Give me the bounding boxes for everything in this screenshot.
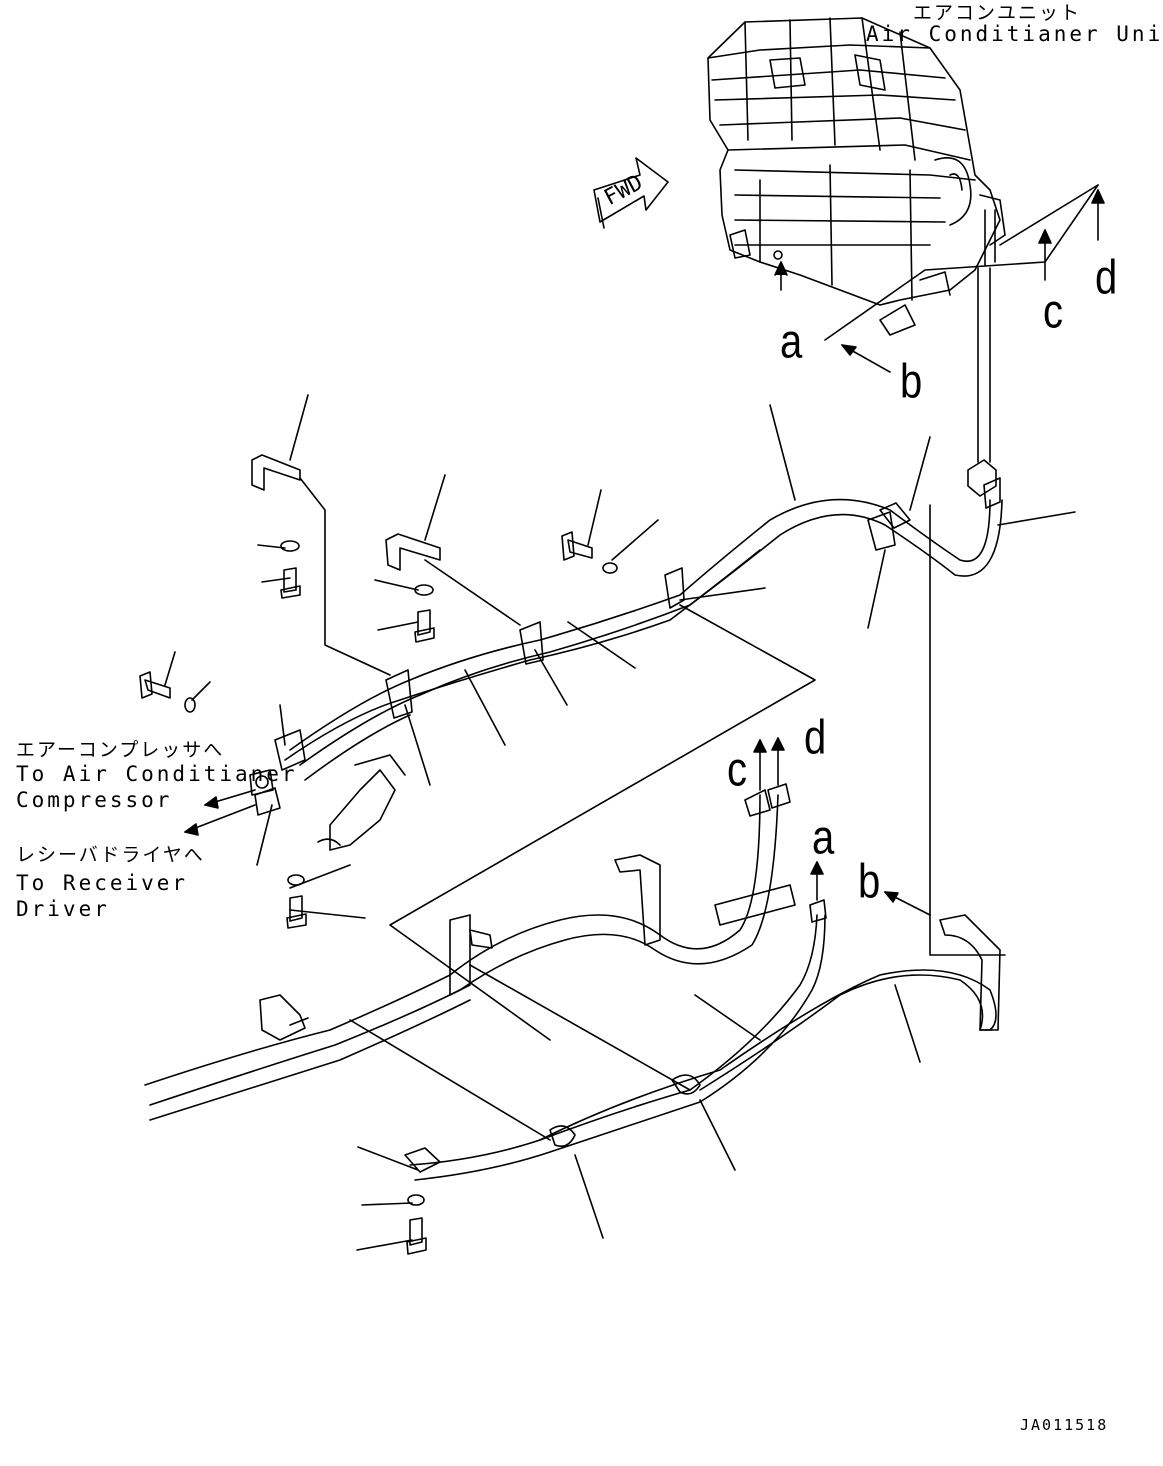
ref-c-top: c xyxy=(1043,285,1063,339)
compressor-label-en-1: To Air Conditianer xyxy=(16,762,298,786)
ac-unit-label-jp: エアコンユニット xyxy=(913,2,1082,24)
ref-b-lower: b xyxy=(858,855,881,909)
fwd-arrow xyxy=(593,157,669,229)
bracket-2 xyxy=(385,533,441,571)
ref-a-arrowhead-top xyxy=(774,261,788,276)
ref-a-lower: a xyxy=(812,811,835,865)
receiver-label-en-2: Driver xyxy=(16,897,110,921)
receiver-label-jp: レシーバドライヤへ xyxy=(16,844,205,866)
drawing-code: JA011518 xyxy=(1020,1416,1109,1434)
receiver-label-en-1: To Receiver xyxy=(16,871,189,895)
ref-b-top: b xyxy=(900,355,923,409)
ref-d-lower: d xyxy=(804,711,827,765)
compressor-label-jp: エアーコンプレッサへ xyxy=(16,739,225,761)
lower-hose-assembly xyxy=(144,783,1001,1255)
ref-a-top: a xyxy=(780,315,803,369)
ac-unit-label-en: Air Conditianer Unit xyxy=(866,22,1163,46)
compressor-label-en-2: Compressor xyxy=(16,788,173,812)
bracket-1 xyxy=(251,454,301,491)
ref-c-lower: c xyxy=(727,743,747,797)
ref-d-top: d xyxy=(1095,251,1118,305)
upper-hose-assembly xyxy=(249,498,1003,851)
air-conditioner-unit xyxy=(707,17,1006,336)
